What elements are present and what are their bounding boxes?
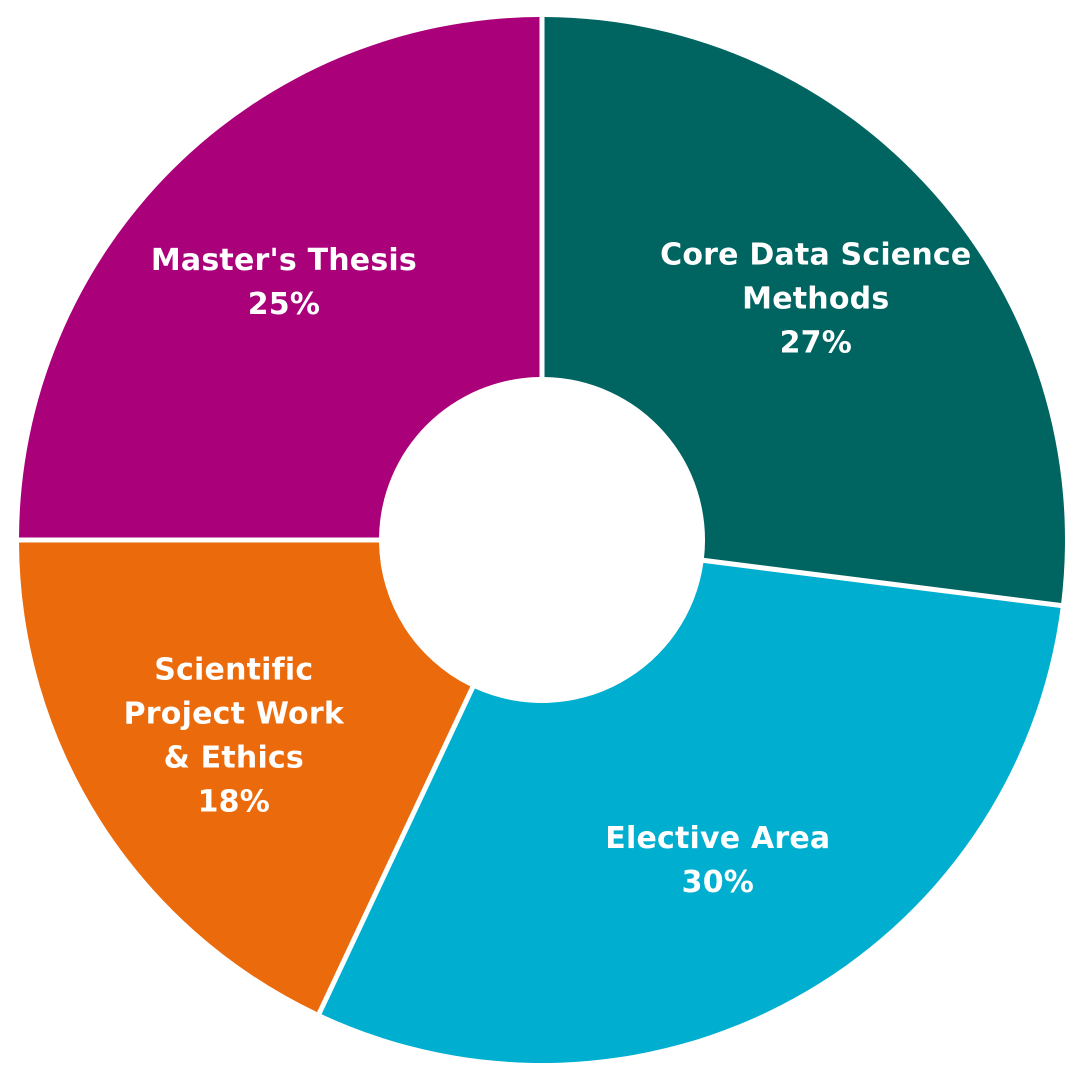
slice-label-line: & Ethics xyxy=(164,741,304,776)
slice-scientific-project-work-ethics xyxy=(19,542,471,1013)
slice-percent: 18% xyxy=(198,785,270,820)
slice-master-s-thesis xyxy=(19,17,540,538)
slice-label-line: Scientific xyxy=(154,653,313,688)
slice-label-elective-area: Elective Area 30% xyxy=(605,821,830,900)
donut-slices xyxy=(19,17,1065,1063)
slice-core-data-science-methods xyxy=(544,17,1065,604)
slice-label-line: Project Work xyxy=(124,697,345,732)
slice-percent: 25% xyxy=(248,287,320,322)
slice-label-line: Core Data Science xyxy=(660,238,971,273)
slice-percent: 27% xyxy=(780,326,852,361)
slice-label-line: Elective Area xyxy=(605,821,830,856)
slice-label-line: Master's Thesis xyxy=(151,243,417,278)
slice-elective-area xyxy=(321,562,1061,1063)
slice-label-line: Methods xyxy=(742,282,889,317)
slice-percent: 30% xyxy=(682,865,754,900)
slice-label-master-s-thesis: Master's Thesis 25% xyxy=(151,243,417,322)
